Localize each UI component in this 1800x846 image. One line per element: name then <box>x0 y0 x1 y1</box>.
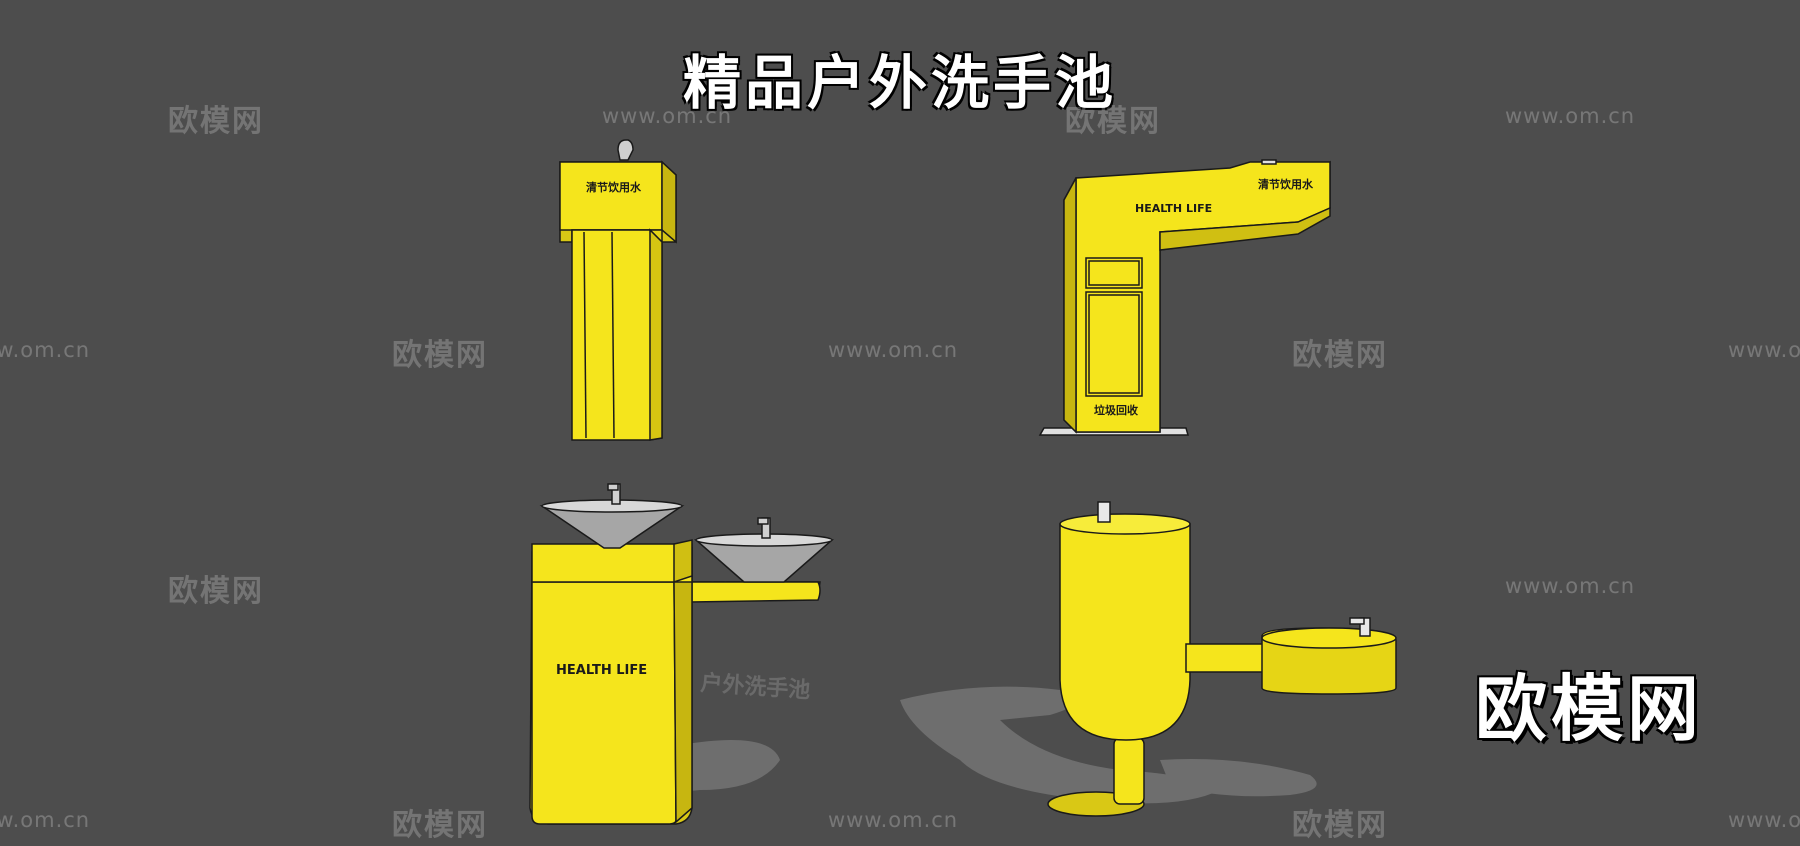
watermark-brand: 欧模网 <box>168 104 264 139</box>
drink-water-label: 清节饮用水 <box>1258 177 1314 191</box>
watermark-url: www.om.cn <box>0 808 91 832</box>
page-title: 精品户外洗手池 <box>682 49 1117 117</box>
health-life-label: HEALTH LIFE <box>1135 202 1212 215</box>
watermark-brand: 欧模网 <box>168 574 264 609</box>
watermark-brand: 欧模网 <box>1292 808 1388 843</box>
watermark-url: www.om.cn <box>1728 338 1800 362</box>
drink-water-label: 清节饮用水 <box>586 180 642 194</box>
column-fountain <box>559 139 677 441</box>
watermark-url: www.om.cn <box>1505 104 1636 128</box>
rounded-fountain <box>1047 501 1397 817</box>
watermark-url: www.om.cn <box>828 338 959 362</box>
health-life-label: HEALTH LIFE <box>556 663 647 678</box>
double-basin-cabinet <box>529 483 834 825</box>
watermark-url: www.om.cn <box>0 338 91 362</box>
watermark-brand: 欧模网 <box>392 808 488 843</box>
brand-logo: 欧模网 <box>1475 667 1704 751</box>
watermark-url: www.om.cn <box>828 808 959 832</box>
watermark-url: www.om.cn <box>1728 808 1800 832</box>
watermark-brand: 欧模网 <box>1292 338 1388 373</box>
watermark-url: www.om.cn <box>602 104 733 128</box>
watermark-brand: 欧模网 <box>392 338 488 373</box>
watermark-url: www.om.cn <box>1505 574 1636 598</box>
shadow-text: 户外洗手池 <box>700 670 812 704</box>
watermark-brand: 欧模网 <box>1065 104 1161 139</box>
trash-label: 垃圾回收 <box>1094 403 1138 417</box>
l-shaped-fountain <box>1038 159 1331 436</box>
